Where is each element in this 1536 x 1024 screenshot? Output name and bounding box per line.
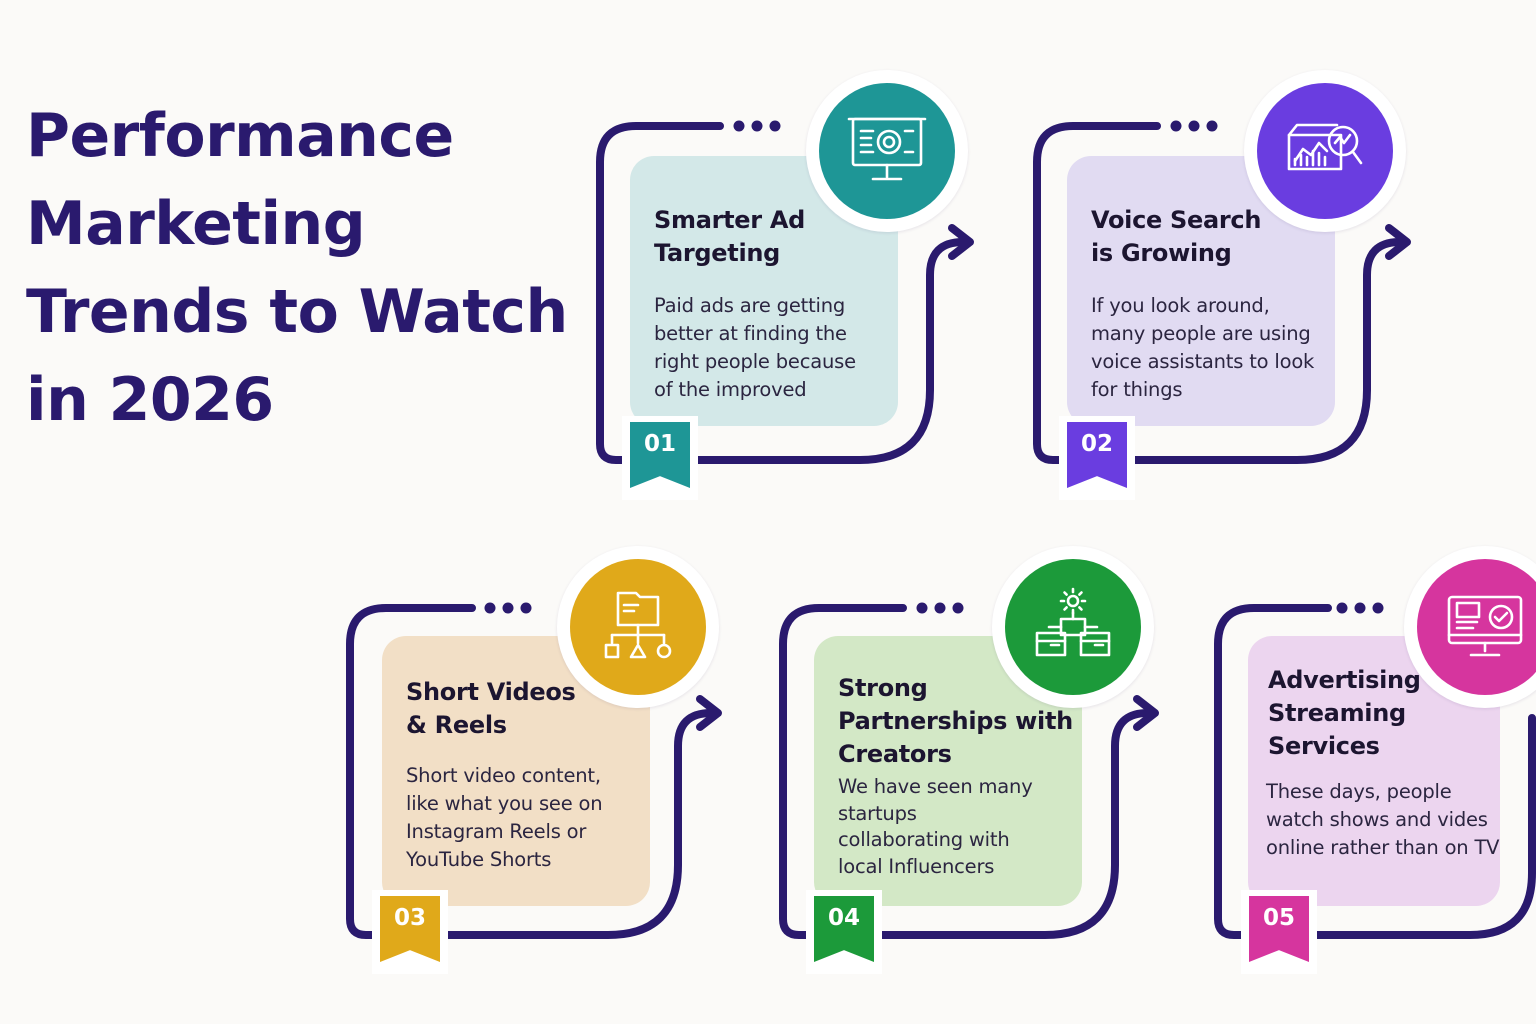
page-title: Performance Marketing Trends to Watch in… xyxy=(26,92,568,444)
step-description: Paid ads are getting better at finding t… xyxy=(654,294,856,401)
step-frame-03 xyxy=(346,604,715,939)
step-description: We have seen many startups collaborating… xyxy=(838,775,1033,878)
title-line: Marketing xyxy=(26,189,366,259)
step-arrow-02 xyxy=(1385,224,1411,260)
step-title: Short Videos & Reels xyxy=(406,678,576,739)
step-badge-05: 05 xyxy=(1241,890,1317,974)
step-card-02: Voice Search is Growing If you look arou… xyxy=(1067,156,1335,426)
step-number: 04 xyxy=(814,896,874,962)
step-title: Voice Search is Growing xyxy=(1091,206,1262,267)
step-icon-ring-01 xyxy=(806,70,968,232)
title-line: Performance xyxy=(26,101,454,171)
step-number: 03 xyxy=(380,896,440,962)
step-title: Smarter Ad Targeting xyxy=(654,206,806,267)
step-number: 05 xyxy=(1249,896,1309,962)
step-dots-03 xyxy=(484,602,532,614)
step-frame-02 xyxy=(1033,122,1404,464)
step-arrow-04 xyxy=(1133,695,1159,731)
step-icon-ring-04 xyxy=(992,546,1154,708)
step-arrow-01 xyxy=(948,224,974,260)
step-card-03: Short Videos & Reels Short video content… xyxy=(382,636,650,906)
step-icon-ring-03 xyxy=(557,546,719,708)
step-dots-01 xyxy=(733,120,781,132)
title-line: in 2026 xyxy=(26,365,274,435)
step-description: Short video content, like what you see o… xyxy=(406,764,603,871)
step-badge-02: 02 xyxy=(1059,416,1135,500)
step-frame-01 xyxy=(596,122,967,464)
step-description: These days, people watch shows and vides… xyxy=(1266,780,1500,859)
step-badge-03: 03 xyxy=(372,890,448,974)
monitor-check-icon xyxy=(1447,595,1523,657)
step-dots-04 xyxy=(916,602,964,614)
analytics-magnifier-icon xyxy=(1287,123,1363,171)
step-icon-ring-05 xyxy=(1404,546,1536,708)
step-dots-05 xyxy=(1336,602,1384,614)
step-description: If you look around, many people are usin… xyxy=(1091,294,1315,401)
step-badge-01: 01 xyxy=(622,416,698,500)
folder-hierarchy-icon xyxy=(604,591,672,659)
step-frame-04 xyxy=(779,604,1152,939)
step-number: 01 xyxy=(630,422,690,488)
step-dots-02 xyxy=(1170,120,1218,132)
presentation-target-icon xyxy=(847,117,927,181)
step-frame-05 xyxy=(1214,604,1536,939)
title-line: Trends to Watch xyxy=(26,277,568,347)
step-icon-ring-02 xyxy=(1244,70,1406,232)
step-badge-04: 04 xyxy=(806,890,882,974)
step-arrow-03 xyxy=(696,695,722,731)
gear-network-icon xyxy=(1035,587,1111,657)
step-number: 02 xyxy=(1067,422,1127,488)
step-title: Strong Partnerships with Creators xyxy=(838,674,1073,768)
